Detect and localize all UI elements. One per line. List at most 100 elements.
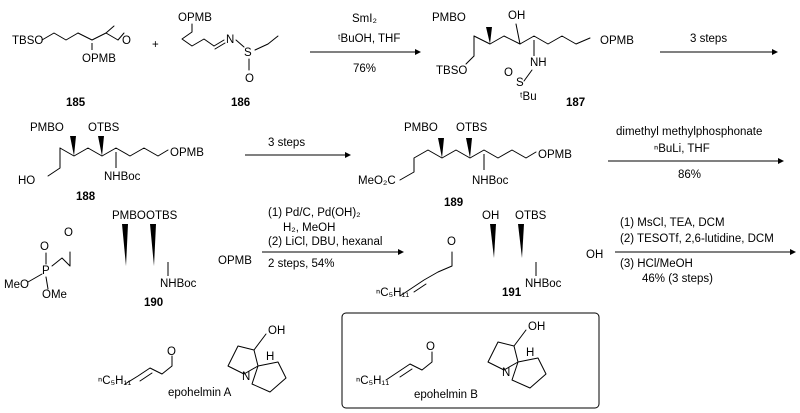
arrow-step-2: 3 steps: [660, 33, 778, 55]
box-epohelmin-b: [341, 312, 600, 409]
wedge-191-b: [518, 224, 524, 258]
yield-a4: 86%: [678, 169, 701, 181]
label-otbs-190: OTBS: [146, 210, 178, 222]
label-pmbo-187: PMBO: [432, 12, 466, 24]
bonds-188-down: [47, 147, 61, 177]
label-ket-o-epoB: O: [426, 341, 435, 353]
yield-a6: 46% (3 steps): [642, 273, 713, 285]
label-h-epoB: H: [526, 347, 534, 359]
ring-epoB-1: [487, 341, 519, 371]
wedge-190-b: [150, 224, 156, 266]
label-nhboc-191: NHBoc: [525, 278, 562, 290]
bonds-190-chain: [51, 251, 71, 267]
bonds-epoB-chain: [385, 351, 433, 381]
wedge-188-a: [70, 136, 76, 156]
label-tbso-187: TBSO: [436, 65, 467, 77]
bond-187-sn: [523, 69, 533, 82]
label-ket-o-191: O: [447, 236, 456, 248]
ring-epoA-2: [251, 361, 287, 393]
label-191: 191: [502, 287, 522, 299]
label-p-190: P: [42, 265, 50, 277]
label-otbs-188: OTBS: [88, 122, 120, 134]
label-opmb-187: OPMB: [600, 35, 634, 47]
label-s-187: S: [516, 77, 524, 89]
label-ket-o-epoA: O: [167, 346, 176, 358]
label-opmb-189: OPMB: [538, 149, 572, 161]
label-oh-191: OH: [482, 210, 499, 222]
bond-185-co: [105, 25, 115, 34]
wedge-189-b: [466, 138, 472, 158]
label-opmb-190: OPMB: [218, 255, 252, 267]
bonds-187-chain: [473, 35, 591, 45]
bond-186-imine2: [214, 42, 226, 50]
label-ho-188: HO: [18, 175, 35, 187]
label-c5h11-epoB: ⁿC₅H₁₁: [356, 375, 389, 387]
reagent-a3: 3 steps: [268, 137, 305, 149]
reagent-a6-2: (2) TESOTf, 2,6-lutidine, DCM: [620, 233, 774, 245]
label-meo-190: MeO: [4, 279, 29, 291]
label-oh-187: OH: [508, 10, 525, 22]
compound-187: PMBO OH TBSO NH O S ᵗBu OPMB 187: [432, 10, 634, 109]
bonds-186-tbu: [254, 35, 279, 51]
reagent-a5-3: (2) LiCl, DBU, hexanal: [268, 236, 382, 248]
bond-191-db: [413, 283, 427, 293]
bonds-191-chain: [399, 251, 453, 297]
label-nhboc-188: NHBoc: [104, 171, 141, 183]
compound-190: PMBO OTBS O O P MeO OMe NHBoc OPMB 190: [4, 210, 252, 309]
reagent-a4-2: ⁿBuLi, THF: [654, 143, 710, 155]
reagent-a5-1: (1) Pd/C, Pd(OH)₂: [268, 207, 361, 219]
bond-187-oh: [515, 23, 521, 45]
label-nh-187: NH: [530, 57, 547, 69]
label-s-186: S: [244, 47, 252, 59]
label-o-187: O: [504, 67, 513, 79]
label-pmbo-190: PMBO: [112, 210, 146, 222]
bonds-epoA-chain: [124, 355, 173, 385]
bonds-186: [181, 23, 215, 47]
label-190: 190: [144, 297, 163, 309]
wedge-191-a: [490, 224, 496, 258]
label-oh2-191: OH: [586, 249, 603, 261]
arrow-step-6: (1) MsCl, TEA, DCM (2) TESOTf, 2,6-lutid…: [615, 217, 796, 285]
bond-epoA-db: [139, 372, 153, 382]
label-opmb-186: OPMB: [178, 12, 212, 24]
label-opmb-188: OPMB: [170, 147, 204, 159]
label-ald-o: O: [122, 35, 131, 47]
label-o-190: O: [40, 241, 49, 253]
label-pmbo-188: PMBO: [30, 122, 64, 134]
bond-epoB-db: [399, 368, 413, 378]
label-otbs-191: OTBS: [515, 210, 547, 222]
bonds-185-chain: [41, 32, 79, 41]
label-n-epoA: N: [242, 371, 250, 383]
label-186: 186: [231, 97, 250, 109]
arrow-step-3: 3 steps: [245, 137, 351, 158]
wedge-188-b: [98, 136, 104, 156]
label-tbu-187: ᵗBu: [520, 91, 537, 103]
compound-185: TBSO O OPMB 185: [12, 25, 131, 109]
arrow-step-1: SmI₂ ᵗBuOH, THF 76%: [310, 13, 421, 75]
reagent-a4-1: dimethyl methylphosphonate: [616, 126, 762, 138]
ring-epoA-1: [227, 345, 259, 375]
bond-185-ald: [117, 32, 125, 41]
reagent-tbuoh-thf: ᵗBuOH, THF: [338, 33, 400, 45]
label-pmbo-189: PMBO: [404, 122, 438, 134]
bonds-185-chain2: [77, 32, 119, 41]
name-epohelmin-a: epohelmin A: [168, 387, 232, 399]
bond-epoA-oh: [253, 333, 267, 351]
bonds-188-chain: [59, 147, 169, 157]
ring-epoB-2: [511, 357, 547, 389]
name-epohelmin-b: epohelmin B: [414, 389, 478, 401]
wedge-189-a: [438, 138, 444, 158]
label-tbso-185: TBSO: [12, 35, 43, 47]
reagent-a5-2: H₂, MeOH: [283, 222, 335, 234]
bonds-189-chain: [399, 149, 537, 181]
reagent-smi2: SmI₂: [352, 13, 377, 25]
reagent-a6-3: (3) HCl/MeOH: [620, 258, 693, 270]
bond-190-meo: [27, 273, 43, 283]
wedge-187-a: [486, 27, 492, 44]
bond-190-ome: [45, 276, 49, 290]
label-189: 189: [444, 197, 463, 209]
wedge-190-a: [122, 224, 128, 266]
compound-189: PMBO OTBS MeO₂C NHBoc OPMB 189: [358, 122, 572, 209]
